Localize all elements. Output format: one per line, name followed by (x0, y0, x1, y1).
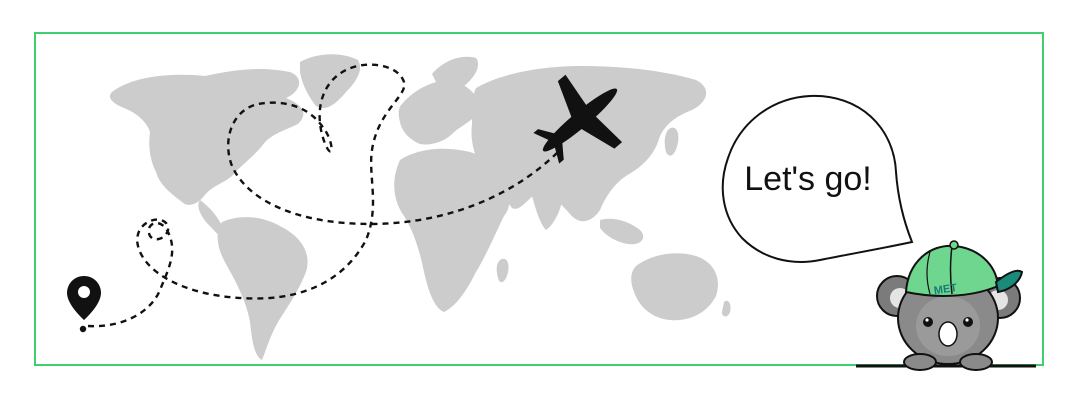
banner-frame (34, 32, 1044, 366)
continent-se-asia (600, 218, 644, 245)
koala-mascot: MET (876, 240, 1024, 371)
continent-greenland (300, 54, 361, 109)
speech-bubble (721, 94, 914, 263)
continent-asia (471, 66, 707, 222)
continent-australia (631, 253, 718, 321)
continent-africa (394, 148, 509, 312)
continent-madagascar (496, 258, 509, 283)
continent-north-america (109, 69, 304, 205)
continent-new-zealand (722, 300, 731, 317)
continent-europe (398, 80, 479, 145)
continent-india (530, 179, 562, 230)
world-map (109, 54, 731, 360)
continent-scandinavia (432, 56, 479, 89)
map-pin-icon (67, 276, 101, 333)
cap-label: MET (933, 282, 958, 297)
continent-south-america (217, 217, 308, 360)
airplane-icon (533, 74, 623, 164)
flight-path (87, 63, 561, 328)
speech-text: Let's go! (744, 160, 872, 198)
continent-japan (664, 127, 679, 156)
